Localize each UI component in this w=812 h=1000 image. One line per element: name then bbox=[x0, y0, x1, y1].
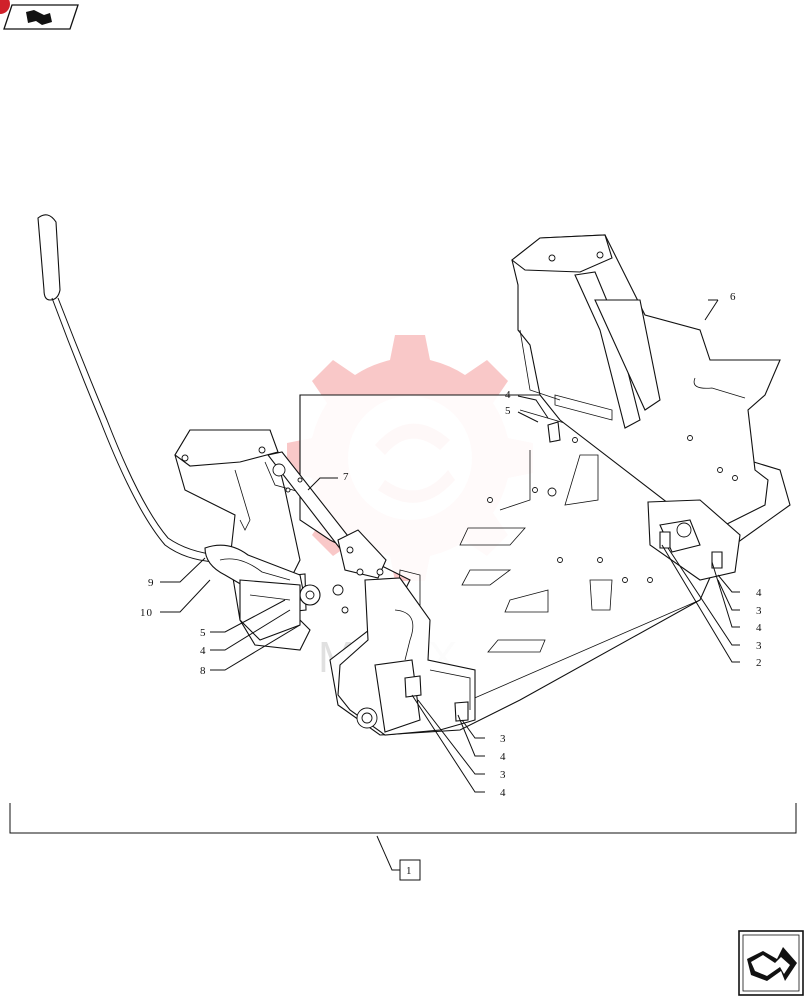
callout-1: 1 bbox=[406, 865, 413, 877]
callout-3: 3 bbox=[500, 733, 507, 745]
shift-lever bbox=[37, 214, 321, 641]
bottom-right-nav-badge[interactable] bbox=[737, 929, 807, 999]
callout-4: 4 bbox=[200, 645, 207, 657]
callout-5: 5 bbox=[505, 405, 512, 417]
callout-3: 3 bbox=[500, 769, 507, 781]
top-left-nav-badge[interactable] bbox=[0, 0, 80, 32]
callout-7: 7 bbox=[343, 471, 350, 483]
leader-lines bbox=[160, 299, 740, 793]
callout-3: 3 bbox=[756, 640, 763, 652]
callout-2: 2 bbox=[756, 657, 763, 669]
callout-9: 9 bbox=[148, 577, 155, 589]
red-marker-icon bbox=[0, 0, 10, 14]
callout-4: 4 bbox=[756, 587, 763, 599]
link-rod bbox=[267, 451, 387, 614]
assembly-bracket bbox=[9, 803, 797, 881]
callout-labels: 6 7 4 5 9 10 5 4 8 4 3 4 3 2 3 4 3 4 1 bbox=[140, 291, 763, 877]
right-pedestal bbox=[511, 234, 781, 531]
callout-4: 4 bbox=[500, 787, 507, 799]
next-page-arrow-icon bbox=[26, 10, 52, 25]
callout-4: 4 bbox=[500, 751, 507, 763]
right-clamp-plate bbox=[647, 499, 741, 581]
callout-10: 10 bbox=[140, 607, 153, 619]
callout-3: 3 bbox=[756, 605, 763, 617]
callout-4: 4 bbox=[756, 622, 763, 634]
callout-6: 6 bbox=[730, 291, 737, 303]
next-page-arrow-icon bbox=[747, 947, 797, 981]
callout-8: 8 bbox=[200, 665, 207, 677]
callout-4: 4 bbox=[505, 389, 512, 401]
callout-5: 5 bbox=[200, 627, 207, 639]
